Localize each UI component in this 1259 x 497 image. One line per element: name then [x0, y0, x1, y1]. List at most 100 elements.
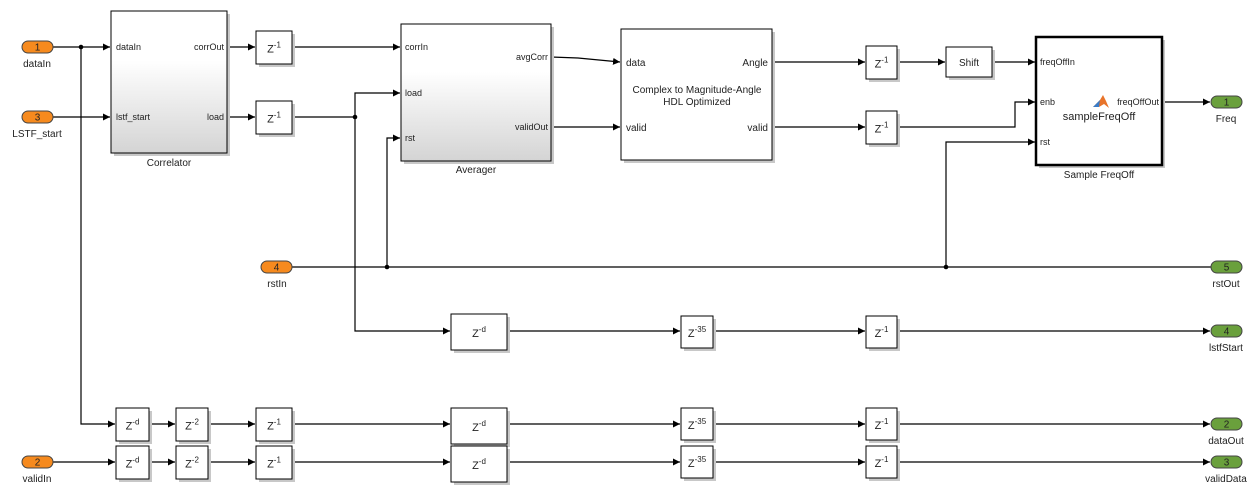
delay-label: Z-1: [875, 121, 889, 136]
outport-rstOut[interactable]: 5 rstOut: [1210, 260, 1243, 290]
block-name: Sample FreqOff: [1064, 170, 1135, 181]
delay-data-zd2-block[interactable]: Z-d: [450, 407, 510, 447]
outport-number: 5: [1224, 263, 1230, 274]
inport-label: validIn: [23, 474, 52, 485]
delay-data-zd-block[interactable]: Z-d: [115, 407, 152, 444]
delay-label: Z-1: [267, 41, 281, 56]
delay-data-z1b-block[interactable]: Z-1: [865, 407, 900, 443]
port-label: Angle: [742, 58, 768, 69]
delay-valid-z35-block[interactable]: Z-35: [680, 445, 716, 481]
port-label: freqOffIn: [1040, 57, 1075, 67]
port-label: load: [405, 88, 422, 98]
port-label: dataIn: [116, 42, 141, 52]
inport-LSTF_start[interactable]: 3 LSTF_start: [12, 110, 62, 140]
inport-label: rstIn: [267, 279, 286, 290]
delay-label: Z-d: [472, 457, 486, 472]
wire-dataIn-branch[interactable]: [80, 47, 115, 428]
shift-block[interactable]: Shift: [945, 46, 995, 80]
matlab-function-icon: [1093, 95, 1109, 108]
port-label: lstf_start: [116, 112, 151, 122]
branch-point: [78, 44, 84, 50]
inport-rstIn[interactable]: 4 rstIn: [260, 260, 293, 290]
delay-label: Z-1: [875, 56, 889, 71]
delay-valid-zd2-block[interactable]: Z-d: [450, 445, 510, 485]
delay-label: Z-1: [267, 418, 281, 433]
wire-rst-averager[interactable]: [386, 134, 400, 267]
delay-valid-block[interactable]: Z-1: [865, 110, 900, 147]
outport-dataOut[interactable]: 2 dataOut: [1208, 417, 1244, 447]
delay-valid-zd-block[interactable]: Z-d: [115, 445, 152, 482]
signal-lines: [53, 43, 1240, 466]
outport-label: rstOut: [1212, 279, 1239, 290]
port-label: rst: [405, 133, 415, 143]
function-name: sampleFreqOff: [1063, 111, 1136, 123]
delay-label: Z-d: [472, 325, 486, 340]
port-label: validOut: [515, 122, 549, 132]
wire-delay-enb[interactable]: [897, 98, 1035, 128]
delay-angle-block[interactable]: Z-1: [865, 45, 900, 82]
delay-corrOut-block[interactable]: Z-1: [255, 30, 295, 67]
averager-subsystem[interactable]: corrIn load rst avgCorr validOut Average…: [400, 23, 554, 176]
inport-dataIn[interactable]: 1 dataIn: [21, 40, 54, 70]
block-title: Complex to Magnitude-Angle: [633, 85, 762, 96]
block-name: Correlator: [147, 158, 192, 169]
outport-lstfStart[interactable]: 4 lstfStart: [1209, 324, 1243, 354]
branch-point: [943, 264, 949, 270]
block-name: Averager: [456, 165, 497, 176]
outport-Freq[interactable]: 1 Freq: [1210, 95, 1243, 125]
delay-label: Z-1: [875, 325, 889, 340]
outport-label: Freq: [1216, 114, 1237, 125]
port-label: freqOffOut: [1117, 97, 1159, 107]
inport-validIn[interactable]: 2 validIn: [21, 455, 54, 485]
delay-data-z2-block[interactable]: Z-2: [175, 407, 211, 444]
sample-freqoff-block[interactable]: freqOffIn enb rst freqOffOut sampleFreqO…: [1034, 35, 1165, 181]
delay-lstf-z35-block[interactable]: Z-35: [680, 315, 716, 351]
delay-load-block[interactable]: Z-1: [255, 100, 295, 137]
wire-avgCorr-data[interactable]: [550, 56, 621, 65]
outport-validData[interactable]: 3 validData: [1205, 455, 1247, 485]
branch-point: [384, 264, 390, 270]
delay-label: Z-d: [126, 418, 140, 433]
outport-label: dataOut: [1208, 436, 1244, 447]
delay-label: Z-d: [472, 419, 486, 434]
delay-valid-z1b-block[interactable]: Z-1: [865, 445, 900, 481]
delay-data-z35-block[interactable]: Z-35: [680, 407, 716, 443]
delay-data-z1-block[interactable]: Z-1: [255, 407, 295, 444]
delay-label: Z-1: [875, 455, 889, 470]
wire-load-averager[interactable]: [354, 89, 400, 117]
complex-to-magnitude-angle-block[interactable]: data valid Angle valid Complex to Magnit…: [620, 28, 775, 163]
correlator-subsystem[interactable]: dataIn lstf_start corrOut load Correlato…: [110, 10, 230, 169]
inport-label: dataIn: [23, 59, 51, 70]
delay-label: Z-1: [267, 456, 281, 471]
delay-valid-z2-block[interactable]: Z-2: [175, 445, 211, 482]
inport-number: 2: [35, 458, 41, 469]
delay-label: Z-2: [185, 456, 199, 471]
outport-number: 3: [1224, 458, 1230, 469]
wire-load-lstf-branch[interactable]: [354, 117, 450, 335]
port-label: valid: [747, 123, 768, 134]
delay-label: Z-35: [688, 455, 707, 470]
outport-label: validData: [1205, 474, 1247, 485]
delay-label: Z-1: [267, 111, 281, 126]
port-label: data: [626, 58, 646, 69]
inport-number: 1: [35, 43, 41, 54]
outport-number: 1: [1224, 98, 1230, 109]
block-label: Shift: [959, 58, 979, 69]
outport-number: 2: [1224, 420, 1230, 431]
inport-number: 4: [274, 263, 280, 274]
port-label: rst: [1040, 137, 1050, 147]
delay-label: Z-d: [126, 456, 140, 471]
delay-label: Z-1: [875, 417, 889, 432]
port-label: corrIn: [405, 42, 428, 52]
delay-lstf-z1-block[interactable]: Z-1: [865, 315, 900, 351]
port-label: enb: [1040, 97, 1055, 107]
delay-lstf-zd-block[interactable]: Z-d: [450, 313, 510, 353]
port-label: valid: [626, 123, 647, 134]
block-title: HDL Optimized: [663, 97, 730, 108]
delay-label: Z-35: [688, 325, 707, 340]
wire-rst-samplefreqoff[interactable]: [945, 138, 1035, 267]
delay-valid-z1-block[interactable]: Z-1: [255, 445, 295, 482]
delay-label: Z-35: [688, 417, 707, 432]
